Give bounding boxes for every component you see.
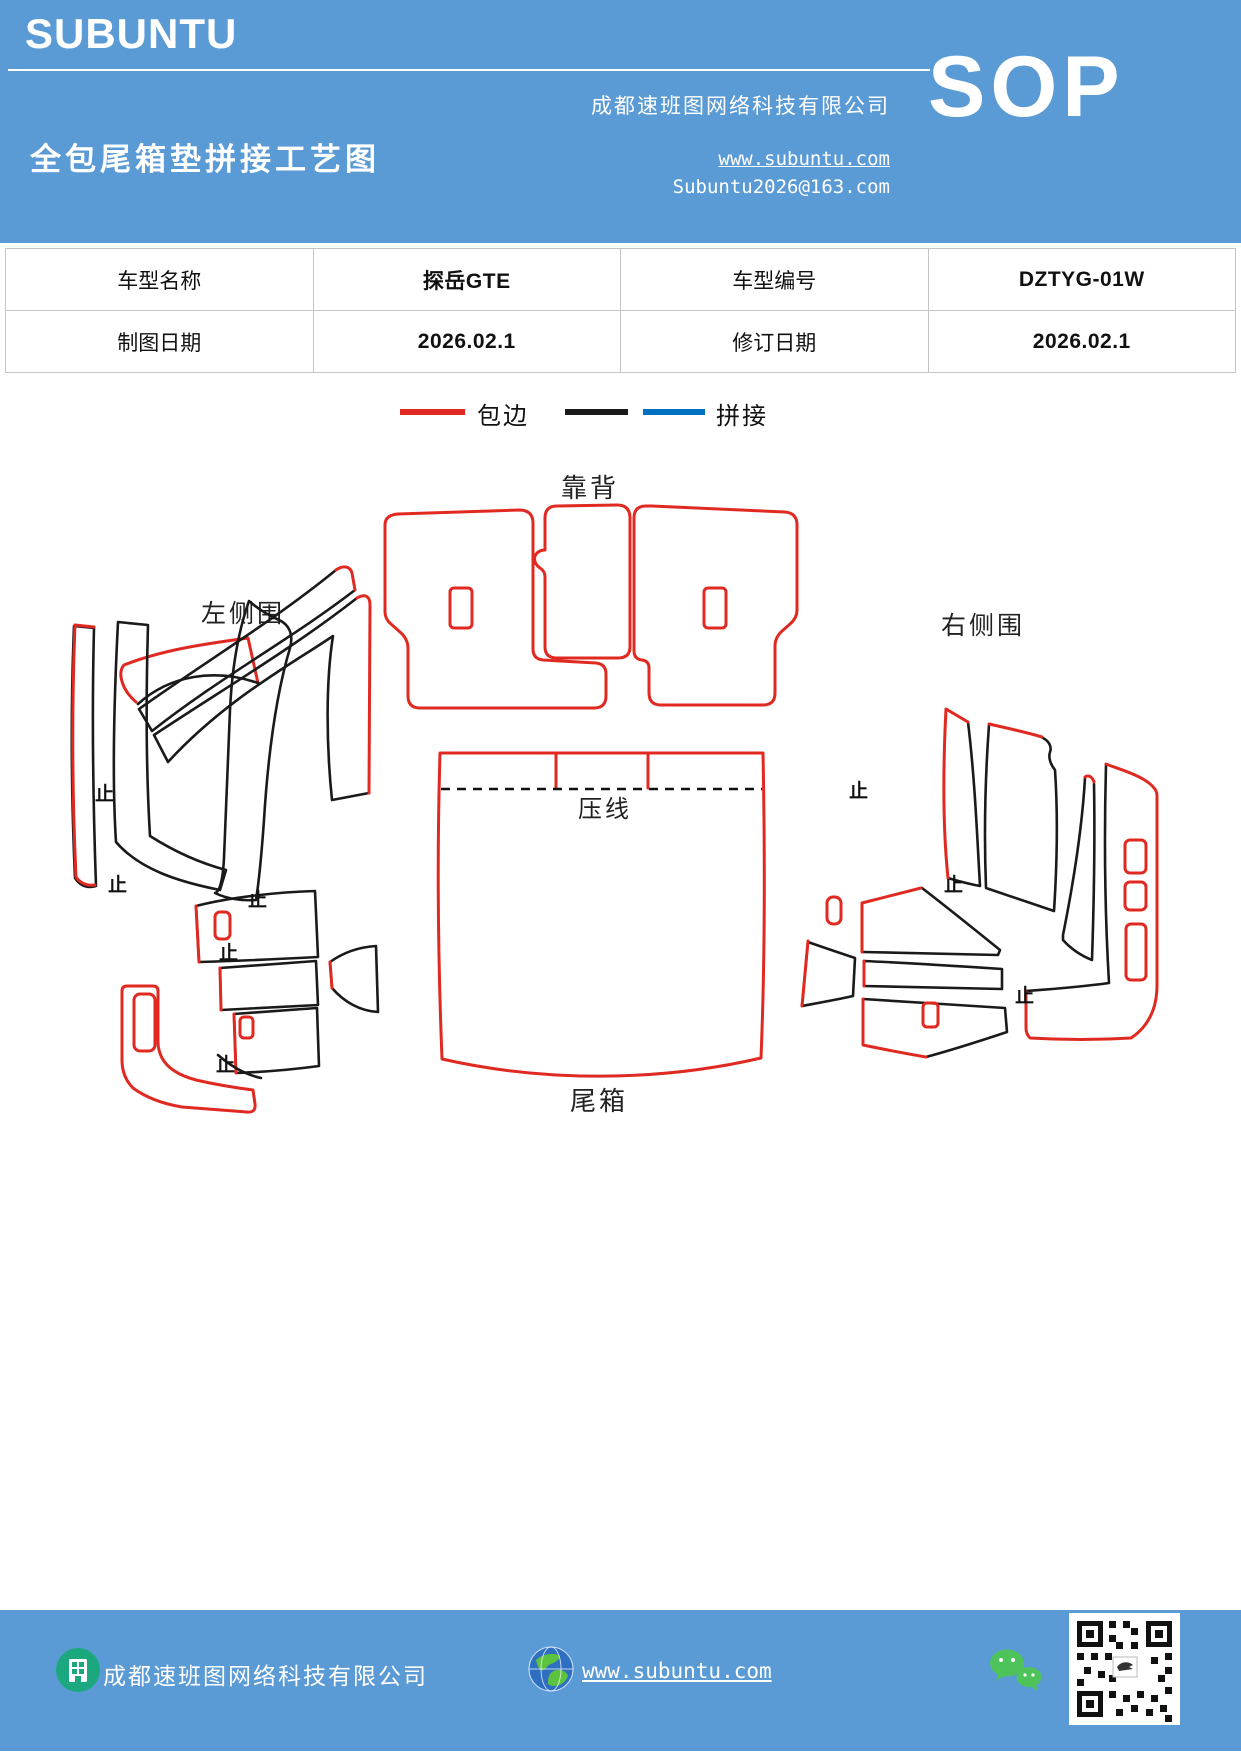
stop-mark: 止: [1015, 985, 1034, 1007]
left-trapezoid-1: [194, 889, 320, 964]
right-triangle-piece: [861, 886, 1002, 957]
trunk-outline: [436, 751, 766, 1078]
footer-website-link[interactable]: www.subuntu.com: [582, 1659, 772, 1683]
legend-edge-swatch: [400, 409, 465, 415]
legend-splice-label: 拼接: [716, 403, 768, 430]
building-icon: [56, 1648, 100, 1692]
right-strip-2-edge: [987, 722, 1044, 739]
stop-mark: 止: [944, 874, 963, 896]
right-bottom-piece: [861, 997, 1009, 1059]
left-bottom-piece-slot: [238, 1015, 255, 1040]
stop-mark: 止: [219, 942, 238, 964]
page-title: 全包尾箱垫拼接工艺图: [30, 142, 380, 177]
legend-splice-blue-swatch: [643, 409, 705, 415]
vehicle-code-value: DZTYG-01W: [927, 248, 1236, 311]
crease-label: 压线: [578, 796, 632, 823]
stop-mark: 止: [849, 780, 868, 802]
right-wedge-piece-edge: [800, 939, 810, 1008]
left-l-piece: [120, 984, 257, 1114]
right-side-label: 右侧围: [941, 612, 1025, 640]
right-strip-1: [946, 720, 982, 888]
backrest-right-headrest-slot: [702, 586, 728, 630]
left-wedge-piece-edge: [328, 960, 334, 990]
table-row: 车型名称 探岳GTE 车型编号 DZTYG-01W: [5, 248, 1236, 311]
left-side-group: 左侧围: [70, 565, 380, 1114]
draw-date-value: 2026.02.1: [312, 310, 621, 373]
left-bottom-piece-edge: [232, 1012, 238, 1075]
header-company-name: 成都速班图网络科技有限公司: [591, 95, 890, 118]
left-wing-wide-piece-edge: [355, 594, 372, 795]
left-strip-2: [112, 620, 228, 892]
right-bottom-piece-slot: [921, 1001, 940, 1029]
left-l-piece-slot: [132, 992, 157, 1053]
right-l-slot-2: [1123, 880, 1148, 912]
vehicle-info-table: 车型名称 探岳GTE 车型编号 DZTYG-01W 制图日期 2026.02.1…: [5, 248, 1236, 373]
legend-edge-label: 包边: [477, 403, 529, 430]
backrest-left-piece: [383, 508, 608, 710]
globe-icon: [528, 1646, 574, 1692]
stop-mark: 止: [248, 889, 267, 911]
header-website-link[interactable]: www.subuntu.com: [718, 148, 890, 170]
right-small-slot-piece: [825, 895, 843, 926]
revision-date-value: 2026.02.1: [927, 310, 1236, 373]
right-side-group: 右侧围: [800, 612, 1159, 1059]
right-strip-2: [983, 723, 1059, 913]
draw-date-label: 制图日期: [5, 310, 314, 373]
header-email: Subuntu2026@163.com: [672, 176, 890, 198]
backrest-right-piece: [632, 504, 799, 707]
header-banner: SUBUNTU 全包尾箱垫拼接工艺图 成都速班图网络科技有限公司 www.sub…: [0, 0, 1241, 243]
right-strip-1-edge: [942, 707, 970, 880]
left-wing-wide-piece: [152, 596, 371, 802]
trunk-label: 尾箱: [570, 1086, 628, 1116]
qr-code: [1069, 1613, 1180, 1725]
right-triangle-piece-edge: [860, 886, 923, 954]
right-thin-strip: [862, 959, 1004, 991]
right-l-piece-inner: [1024, 763, 1111, 993]
left-central-piece: [213, 599, 293, 902]
legend-splice-black-swatch: [565, 409, 628, 415]
vehicle-name-label: 车型名称: [5, 248, 314, 311]
stop-mark: 止: [216, 1054, 235, 1076]
brand-logo: SUBUNTU: [25, 10, 238, 57]
left-cap-piece-bottom: [136, 674, 260, 706]
left-bottom-piece: [232, 1006, 321, 1075]
vehicle-name-value: 探岳GTE: [312, 248, 621, 311]
right-strip-3: [1061, 776, 1096, 962]
right-l-piece-outer: [1024, 762, 1159, 1041]
left-trapezoid-1-edge: [194, 904, 201, 964]
left-trapezoid-slot: [213, 910, 232, 941]
right-bottom-piece-edge: [861, 997, 928, 1059]
left-trapezoid-2: [218, 959, 320, 1012]
right-strip-3-edge: [1083, 774, 1096, 784]
trunk-group: 压线 尾箱: [436, 751, 766, 1116]
backrest-middle-piece: [533, 503, 632, 660]
left-wedge-piece: [328, 944, 380, 1014]
left-wing-strip-tip: [334, 565, 357, 592]
stop-mark: 止: [108, 874, 127, 896]
wechat-icon: [990, 1649, 1042, 1691]
backrest-label: 靠背: [561, 473, 619, 503]
right-l-slot-3: [1124, 922, 1148, 982]
left-strip-1-edge: [71, 623, 97, 887]
left-bottom-arc: [216, 1053, 263, 1080]
left-trapezoid-2-edge: [218, 966, 223, 1012]
right-wedge-piece: [800, 940, 857, 1008]
sop-mark: SOP: [928, 39, 1125, 135]
footer-company-name: 成都速班图网络科技有限公司: [103, 1663, 428, 1689]
vehicle-code-label: 车型编号: [620, 248, 929, 311]
right-l-slot-1: [1123, 838, 1148, 875]
header-divider: [8, 69, 930, 71]
pattern-diagram: 靠背 压线 尾箱 左侧围: [70, 473, 1159, 1116]
table-row: 制图日期 2026.02.1 修订日期 2026.02.1: [5, 310, 1236, 373]
backrest-group: 靠背: [383, 473, 799, 710]
left-cap-piece: [119, 636, 260, 704]
backrest-left-headrest-slot: [448, 586, 474, 630]
revision-date-label: 修订日期: [620, 310, 929, 373]
stop-mark: 止: [95, 783, 114, 805]
